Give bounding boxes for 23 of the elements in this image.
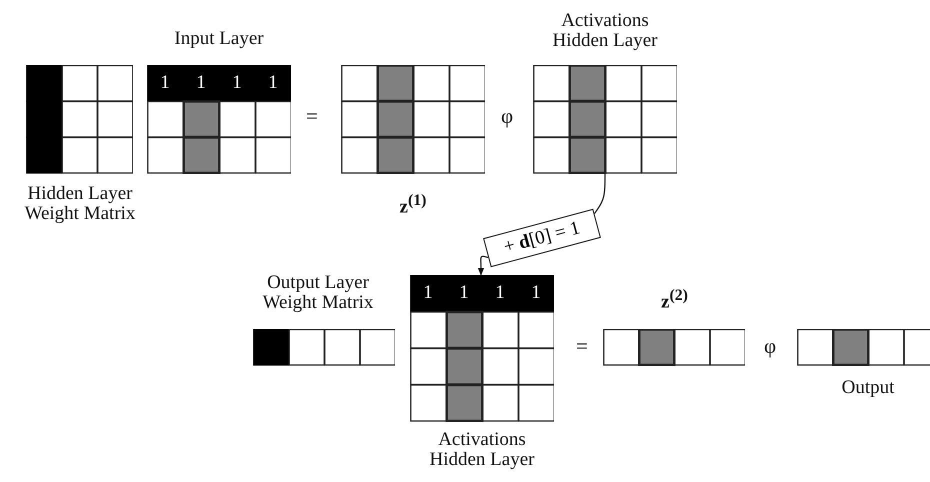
matrix-caption: Output: [840, 378, 896, 398]
matrix-value: 1: [231, 73, 243, 92]
leader-line: [594, 174, 606, 214]
matrix-value: 1: [494, 283, 506, 302]
operator-symbol: φ: [501, 106, 514, 127]
operator-symbol: =: [576, 336, 588, 357]
matrix-caption: Input Layer: [173, 29, 265, 49]
callout-box: + d[0] = 1: [483, 208, 601, 268]
matrix-value: 1: [422, 283, 434, 302]
matrix-value: 1: [530, 283, 542, 302]
matrix-value: 1: [267, 73, 279, 92]
matrix-value: 1: [159, 73, 171, 92]
vector-symbol: z$^{(2)}$: [660, 288, 689, 312]
operator-symbol: =: [306, 106, 318, 127]
matrix-caption: Output Layer Weight Matrix: [262, 273, 374, 313]
matrix-value: 1: [195, 73, 207, 92]
vector-symbol: z$^{(1)}$: [398, 193, 428, 218]
matrix-caption: Activations Hidden Layer: [552, 11, 658, 51]
curved-arrow: [478, 256, 488, 276]
operator-symbol: φ: [764, 336, 776, 357]
matrix-caption: Hidden Layer Weight Matrix: [24, 184, 136, 224]
matrix-caption: Activations Hidden Layer: [428, 430, 536, 470]
matrix-value: 1: [458, 283, 470, 302]
